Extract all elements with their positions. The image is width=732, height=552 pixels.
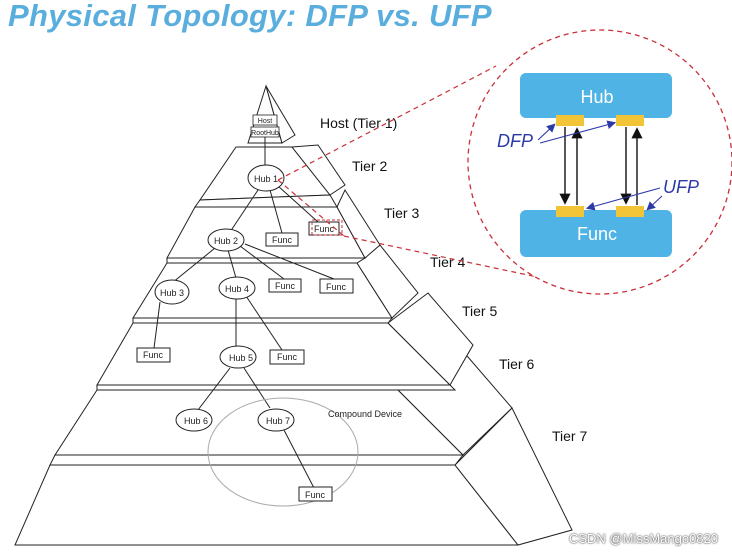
func-label: Func xyxy=(314,224,335,234)
func-box: Func xyxy=(268,278,302,293)
hub-2-label: Hub 2 xyxy=(214,236,238,246)
func-box: Func xyxy=(265,232,299,247)
tier-4-label: Tier 4 xyxy=(430,254,465,270)
root-hub-box-label: RootHub xyxy=(251,130,279,137)
zoom-hub-label: Hub xyxy=(580,87,613,107)
func-label: Func xyxy=(143,350,164,360)
hub-6-node: Hub 6 xyxy=(175,408,213,432)
tier-5-label: Tier 5 xyxy=(462,303,497,319)
func-box: Func xyxy=(298,486,333,502)
tree-connections xyxy=(153,137,335,489)
zoom-callout-lines xyxy=(277,65,576,286)
func-label: Func xyxy=(272,235,293,245)
hub-1-node: Hub 1 xyxy=(247,164,285,192)
hub-2-node: Hub 2 xyxy=(207,228,245,252)
hub-5-label: Hub 5 xyxy=(229,353,253,363)
zoom-source-highlight xyxy=(311,219,343,236)
tier-7-label: Tier 7 xyxy=(552,428,587,444)
dfp-label: DFP xyxy=(497,131,533,151)
hub-5-node: Hub 5 xyxy=(219,345,257,369)
hub-6-label: Hub 6 xyxy=(184,416,208,426)
dfp-port-right xyxy=(616,115,644,126)
zoom-hub-box: Hub xyxy=(520,73,672,118)
tier-1-label: Host (Tier 1) xyxy=(320,115,397,131)
hub-1-label: Hub 1 xyxy=(254,174,278,184)
link-arrows xyxy=(559,127,643,205)
func-box: Func xyxy=(136,347,171,363)
host-box-label: Host xyxy=(258,118,272,125)
slide-title: Physical Topology: DFP vs. UFP xyxy=(8,0,492,33)
zoom-func-label: Func xyxy=(577,224,617,244)
watermark: CSDN @MissMango0820 xyxy=(568,531,718,546)
host-box: Host xyxy=(252,114,278,126)
tier-2-label: Tier 2 xyxy=(352,158,387,174)
func-label: Func xyxy=(326,282,347,292)
compound-device-outline xyxy=(207,397,359,507)
ufp-port-left xyxy=(556,206,584,217)
hub-4-node: Hub 4 xyxy=(218,276,256,300)
func-label: Func xyxy=(305,490,326,500)
hub-3-node: Hub 3 xyxy=(154,279,190,305)
tier-6-label: Tier 6 xyxy=(499,356,534,372)
func-box: Func xyxy=(269,349,305,365)
dfp-port-left xyxy=(556,115,584,126)
hub-3-label: Hub 3 xyxy=(160,288,184,298)
func-box: Func xyxy=(319,278,354,294)
compound-device-label: Compound Device xyxy=(328,409,402,419)
hub-7-label: Hub 7 xyxy=(266,416,290,426)
func-label: Func xyxy=(275,281,296,291)
hub-7-node: Hub 7 xyxy=(257,408,295,432)
hub-4-label: Hub 4 xyxy=(225,284,249,294)
tier-3-label: Tier 3 xyxy=(384,205,419,221)
func-label: Func xyxy=(277,352,298,362)
zoom-detail: Hub Func DFP UFP xyxy=(467,29,732,295)
ufp-label: UFP xyxy=(663,177,699,197)
root-hub-box: RootHub xyxy=(250,126,280,138)
port-pointer-arrows xyxy=(537,120,663,211)
zoom-func-box: Func xyxy=(520,210,672,257)
ufp-port-right xyxy=(616,206,644,217)
